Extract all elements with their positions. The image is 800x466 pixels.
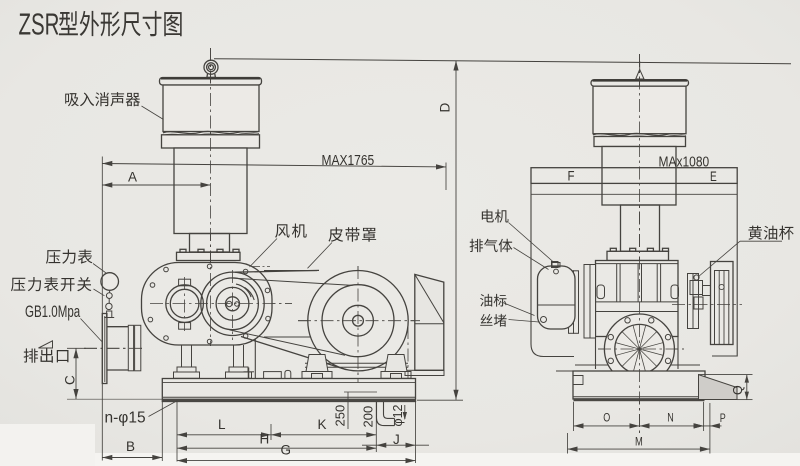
- svg-text:L: L: [218, 417, 226, 432]
- svg-text:M: M: [635, 436, 643, 449]
- svg-text:250: 250: [333, 405, 348, 427]
- svg-text:N: N: [667, 411, 673, 425]
- svg-text:E: E: [710, 168, 717, 184]
- svg-text:D: D: [438, 103, 453, 113]
- svg-text:200: 200: [361, 406, 376, 428]
- svg-text:GB1.0Mpa: GB1.0Mpa: [25, 303, 80, 322]
- svg-text:ZSR: ZSR: [19, 6, 60, 41]
- svg-text:MAx1080: MAx1080: [659, 153, 710, 170]
- svg-text:H: H: [260, 432, 270, 447]
- svg-text:P: P: [720, 412, 726, 426]
- svg-text:C: C: [63, 375, 78, 385]
- svg-text:F: F: [568, 168, 575, 183]
- svg-text:O: O: [603, 411, 610, 425]
- svg-text:n-φ15: n-φ15: [105, 410, 146, 427]
- svg-text:K: K: [318, 417, 327, 432]
- svg-text:A: A: [128, 170, 137, 185]
- svg-text:MAX1765: MAX1765: [322, 152, 375, 169]
- svg-text:φ12: φ12: [391, 404, 405, 426]
- svg-text:B: B: [126, 439, 135, 454]
- svg-text:Q: Q: [731, 385, 745, 395]
- svg-text:J: J: [393, 432, 400, 447]
- svg-text:G: G: [281, 443, 292, 458]
